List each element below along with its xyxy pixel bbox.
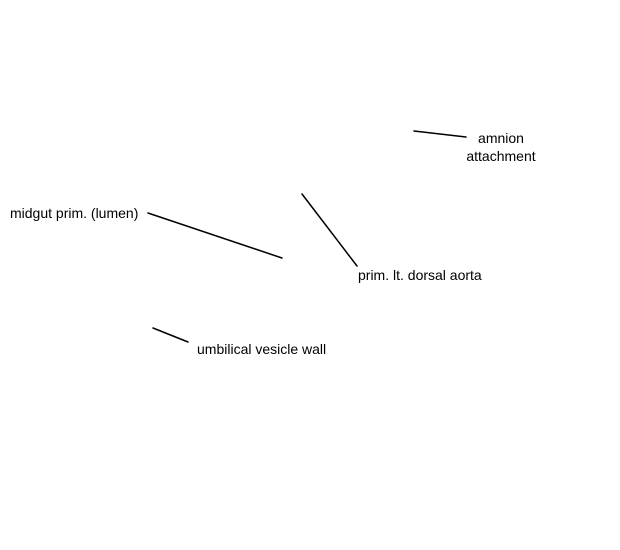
- leader-line-umbilical-vesicle: [152, 327, 189, 343]
- label-amnion-attachment: amnion attachment: [448, 129, 554, 165]
- label-umbilical-vesicle-wall: umbilical vesicle wall: [197, 341, 327, 357]
- leader-line-amnion-attachment: [413, 130, 467, 138]
- label-dorsal-aorta: prim. lt. dorsal aorta: [358, 267, 482, 283]
- label-amnion-line-1: amnion: [478, 130, 524, 146]
- label-amnion-line-2: attachment: [466, 148, 536, 164]
- leader-line-dorsal-aorta: [301, 193, 358, 267]
- label-midgut: midgut prim. (lumen): [10, 205, 139, 221]
- leader-line-midgut: [147, 212, 283, 259]
